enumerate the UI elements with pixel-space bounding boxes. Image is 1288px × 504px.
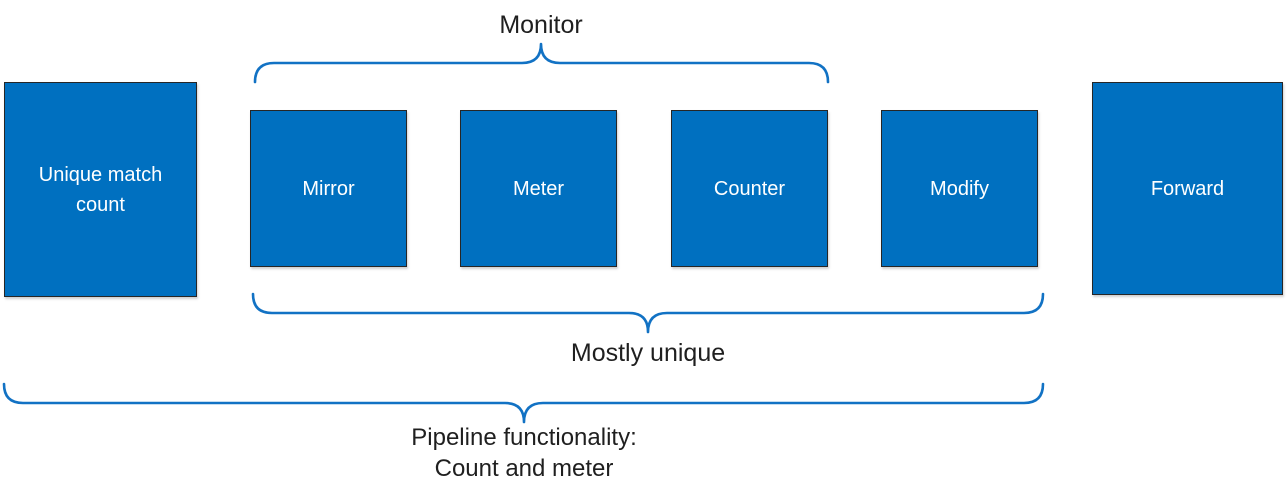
- monitor-brace: [253, 42, 830, 84]
- mirror-box-label: Mirror: [302, 177, 355, 200]
- meter-box: Meter: [460, 110, 617, 267]
- mostly-unique-label: Mostly unique: [570, 339, 726, 367]
- counter-box-label: Counter: [713, 177, 786, 200]
- forward-box: Forward: [1092, 82, 1283, 295]
- modify-box-label: Modify: [930, 177, 989, 200]
- counter-box: Counter: [671, 110, 828, 267]
- modify-box: Modify: [881, 110, 1038, 267]
- unique-match-count-box-label: Unique match count: [38, 163, 163, 216]
- mostly-unique-brace: [251, 292, 1045, 334]
- pipeline-functionality-label-line1: Pipeline functionality:: [411, 424, 637, 451]
- pipeline-functionality-label-line2: Count and meter: [434, 455, 614, 482]
- forward-box-label: Forward: [1150, 177, 1225, 200]
- monitor-label: Monitor: [499, 11, 583, 39]
- mirror-box: Mirror: [250, 110, 407, 267]
- pipeline-brace: [2, 382, 1045, 424]
- pipeline-functionality-label: Pipeline functionality: Count and meter: [364, 422, 684, 484]
- meter-box-label: Meter: [512, 177, 565, 200]
- unique-match-count-box: Unique match count: [4, 82, 197, 297]
